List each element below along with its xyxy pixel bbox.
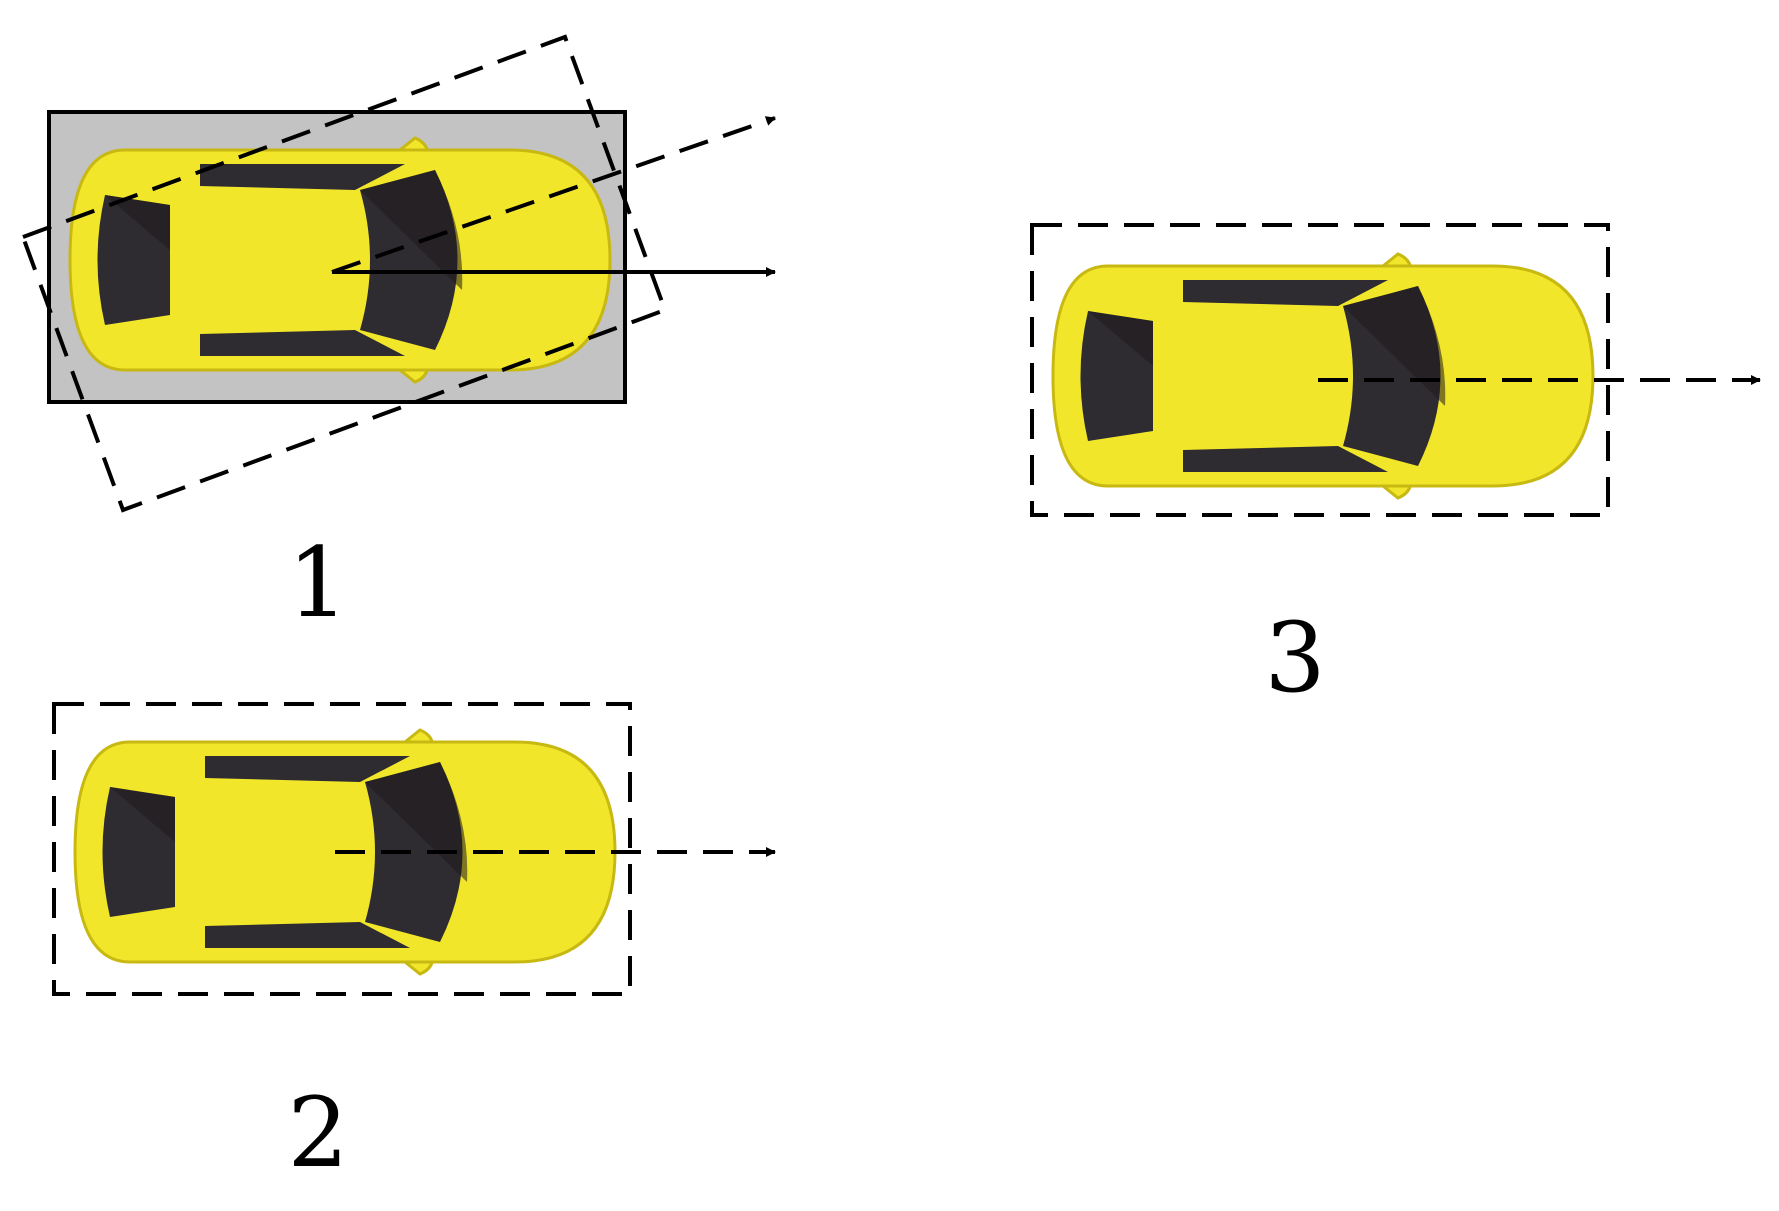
scenario-2-group xyxy=(52,702,776,996)
car-3 xyxy=(1051,252,1595,500)
scenario-label-2: 2 xyxy=(287,1077,349,1189)
heading-arrow-dashed xyxy=(331,116,776,274)
predicted-box-2 xyxy=(52,702,632,996)
scenario-label-1: 1 xyxy=(287,527,349,639)
predicted-box-rotated xyxy=(20,34,668,513)
predicted-box-3 xyxy=(1030,223,1610,517)
car-1 xyxy=(68,136,612,384)
scenario-1-group xyxy=(20,34,776,513)
scenario-3-group xyxy=(1030,223,1761,517)
scenario-label-3: 3 xyxy=(1264,602,1326,714)
